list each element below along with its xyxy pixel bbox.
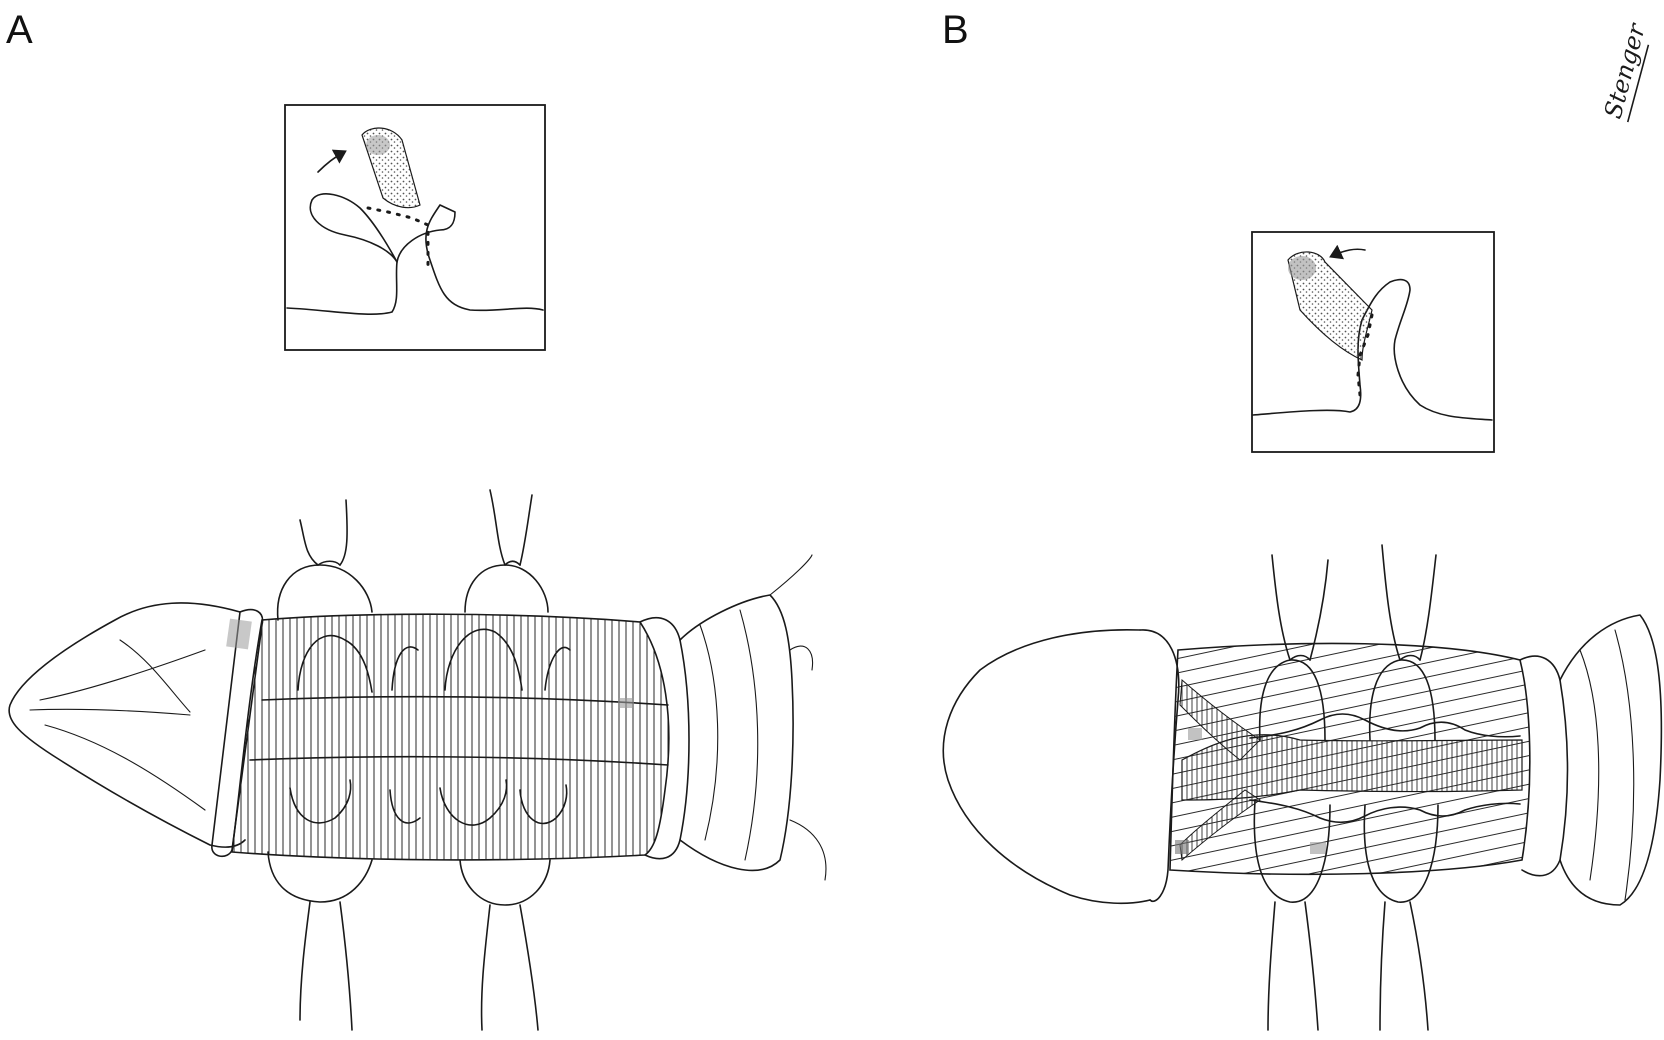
panel-label-b: B xyxy=(942,8,969,52)
inset-diagram-a xyxy=(284,104,546,351)
glans-a xyxy=(8,602,246,848)
signature-mark: Stenger xyxy=(1599,19,1651,123)
panel-label-a: A xyxy=(6,8,33,52)
panel-b: Stenger xyxy=(942,19,1663,1031)
glans-b xyxy=(942,628,1151,905)
inset-diagram-b xyxy=(1251,231,1495,453)
panel-a xyxy=(8,104,827,1031)
svg-text:Stenger: Stenger xyxy=(1599,19,1651,121)
shaft-a xyxy=(231,613,670,861)
